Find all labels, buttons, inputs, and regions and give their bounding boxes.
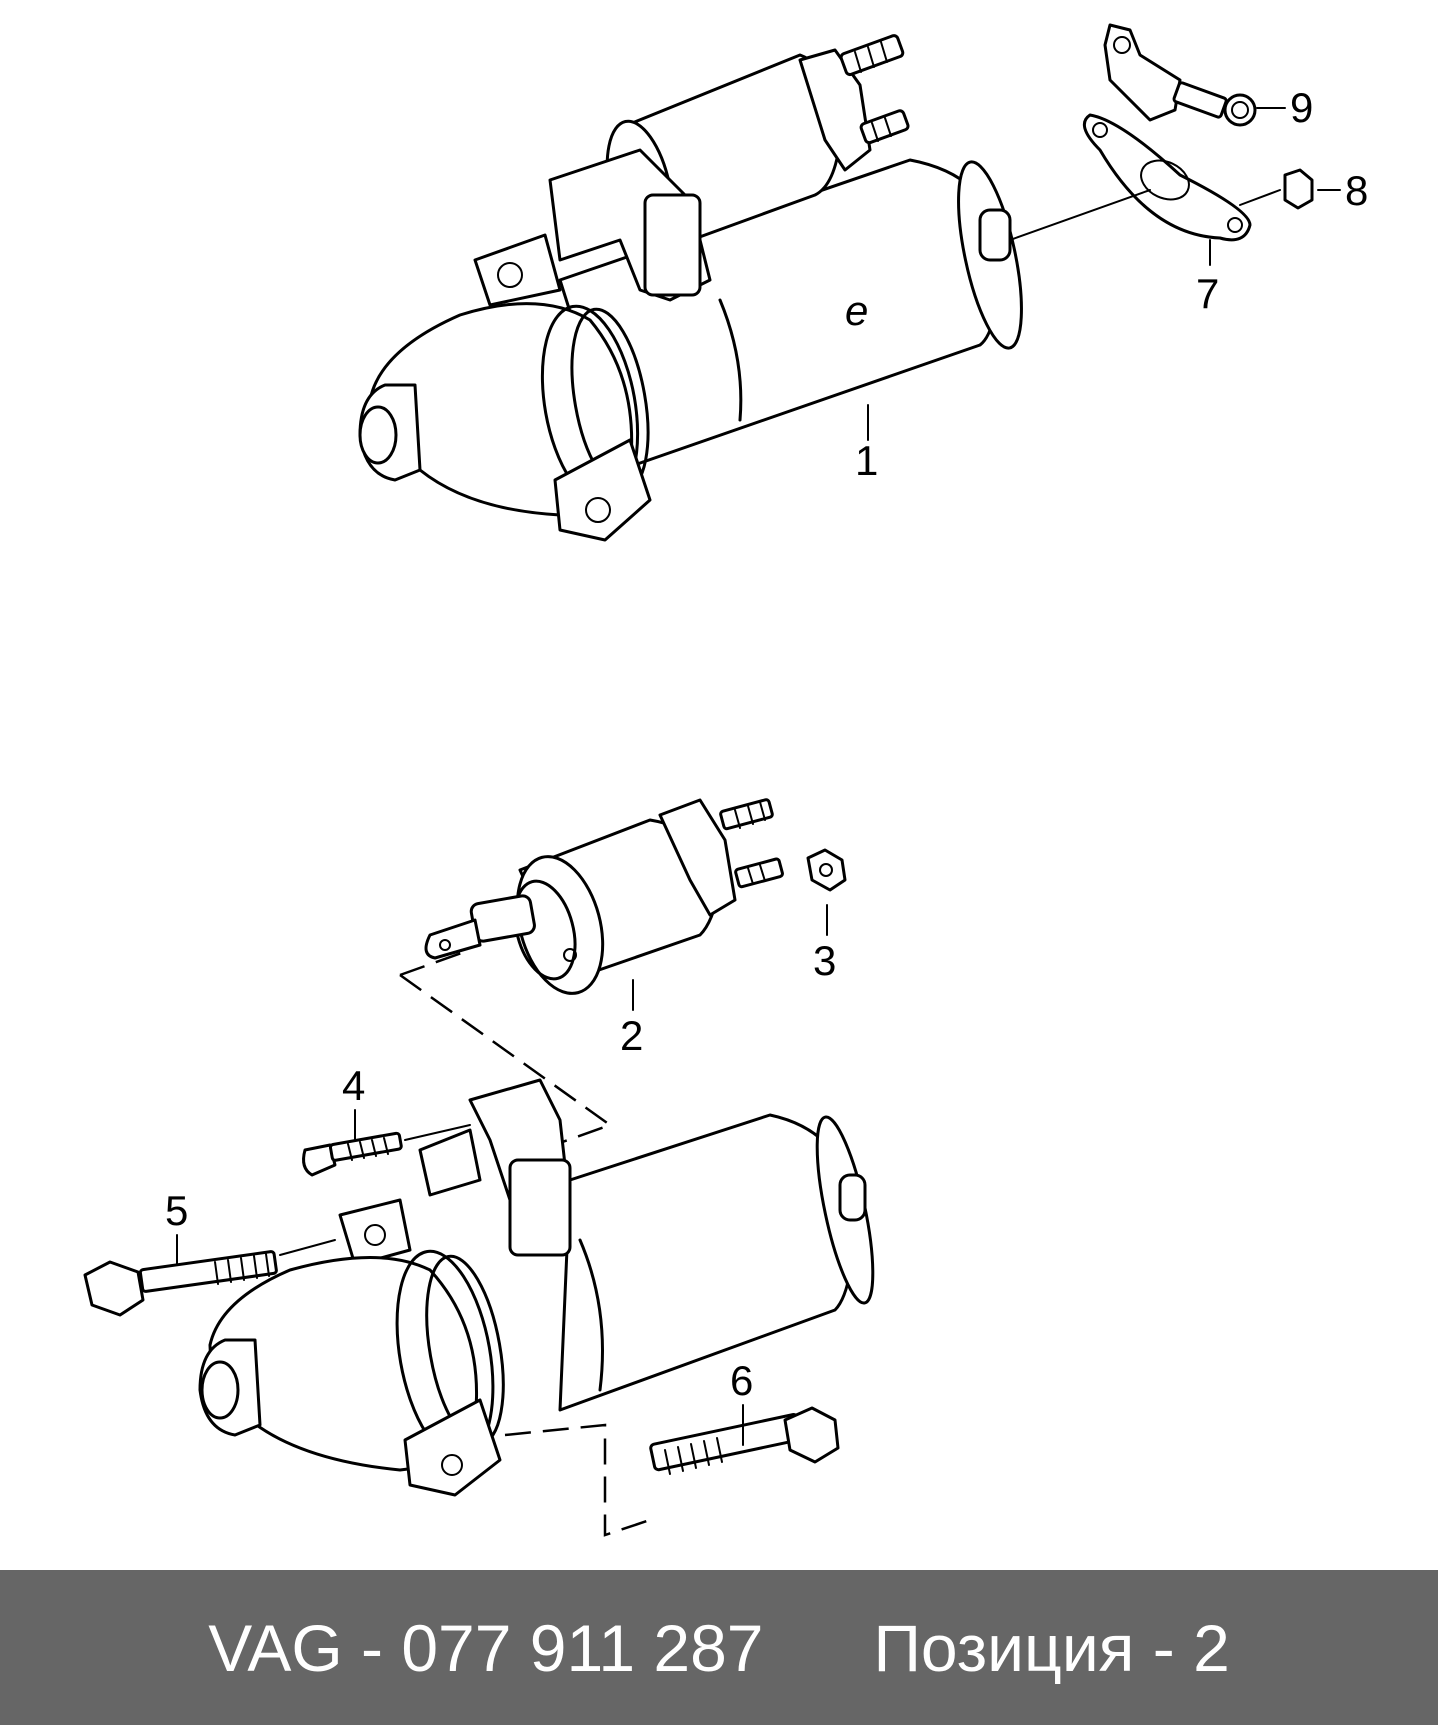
callout-8: 8 [1345,167,1368,214]
nut-3 [806,848,847,936]
starter-assembly-top: e [358,34,1023,542]
body-mark: e [845,287,868,334]
gasket-7 [1082,113,1252,266]
callout-3: 3 [813,937,836,984]
bracket-9-assembly [1103,23,1286,127]
footer-bar: VAG - 077 911 287 Позиция - 2 [0,1570,1438,1725]
bolt-6 [649,1404,840,1475]
callout-9: 9 [1290,84,1313,131]
callout-2: 2 [620,1012,643,1059]
bolt-5 [83,1234,336,1317]
parts-diagram: e [83,23,1369,1537]
nut-8 [1239,168,1341,210]
terminal-stud-lower [859,109,910,145]
callout-1: 1 [855,437,878,484]
callout-5: 5 [165,1187,188,1234]
solenoid-2 [424,798,784,1011]
screw-4 [302,1109,471,1177]
callout-4: 4 [342,1062,365,1109]
position-label: Позиция - 2 [873,1610,1230,1685]
terminal-stud-upper [839,34,905,77]
callout-6: 6 [730,1357,753,1404]
part-number: VAG - 077 911 287 [208,1610,764,1685]
starter-motor-bottom [198,1078,875,1497]
parts-diagram-svg: e [83,23,1368,1537]
callout-7: 7 [1196,270,1219,317]
